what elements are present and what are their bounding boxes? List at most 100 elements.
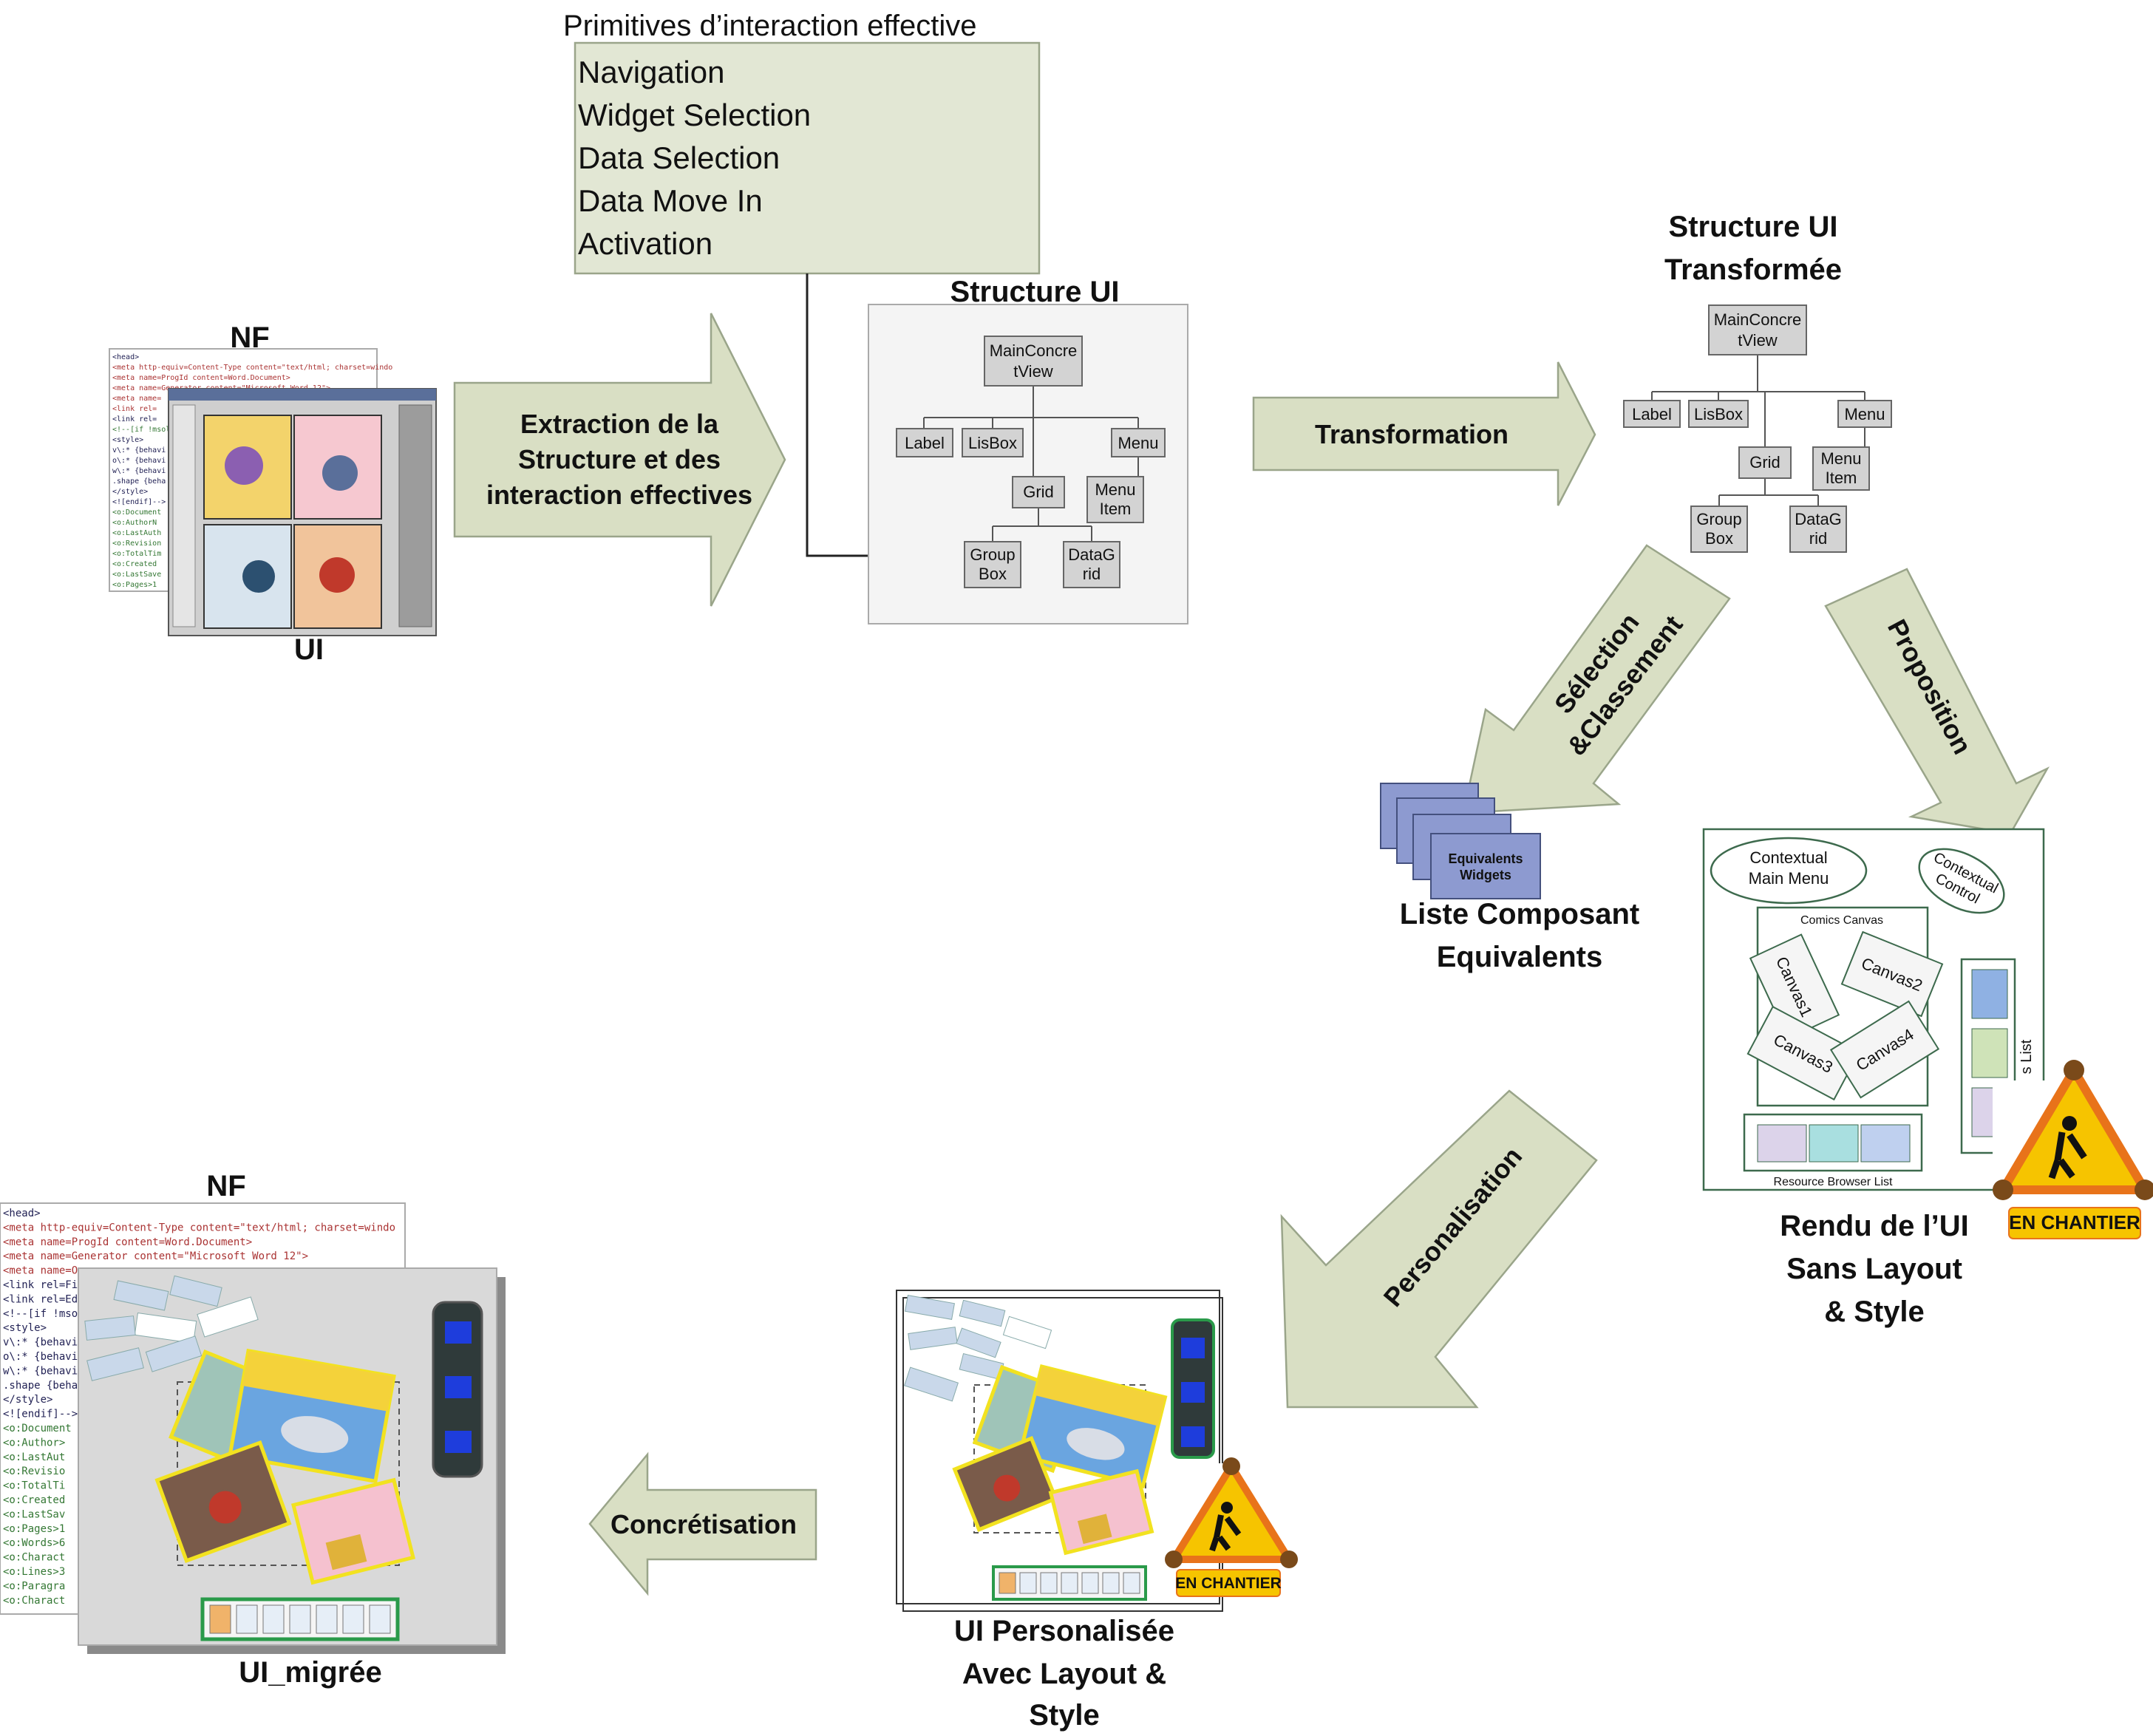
svg-text:<meta name=: <meta name=	[112, 395, 161, 403]
node-lisbox: LisBox	[962, 428, 1024, 457]
svg-text:Label: Label	[1632, 405, 1672, 423]
code-line: </style>	[3, 1394, 52, 1406]
svg-text:o\:* {behavi: o\:* {behavi	[112, 457, 166, 465]
migree-group: NF <head><meta http-equiv=Content-Type c…	[0, 1170, 506, 1689]
liste-title-line2: Equivalents	[1437, 941, 1603, 973]
transformation-label: Transformation	[1315, 419, 1509, 449]
code-line: <o:LastAut	[3, 1451, 65, 1463]
svg-text:Grid: Grid	[1749, 453, 1780, 472]
t-node-mainconcreteview: MainConcre tView	[1708, 304, 1807, 355]
rendu-title-line3: & Style	[1824, 1296, 1925, 1328]
svg-text:Box: Box	[1705, 529, 1733, 548]
rendu-group: Contextual Main Menu Contextual Control …	[1702, 828, 2153, 1328]
svg-text:Menu: Menu	[1844, 405, 1885, 423]
canvas1: Canvas1	[1749, 933, 1840, 1040]
svg-text:<link rel=: <link rel=	[112, 405, 157, 413]
transformation-arrow: Transformation	[1252, 361, 1596, 506]
code-line: <o:Lines>3	[3, 1566, 65, 1578]
svg-text:<o:AuthorN: <o:AuthorN	[112, 519, 157, 527]
t-node-lisbox: LisBox	[1688, 400, 1749, 428]
extraction-label-line3: interaction effectives	[486, 480, 752, 510]
svg-text:tView: tView	[1738, 331, 1778, 350]
migree-nf-label: NF	[206, 1170, 245, 1202]
code-line: <o:Paragra	[3, 1580, 65, 1592]
svg-text:Item: Item	[1100, 500, 1132, 518]
rendu-title-line1: Rendu de l’UI	[1780, 1210, 1969, 1242]
extraction-label-line1: Extraction de la	[520, 409, 719, 439]
svg-text:s List: s List	[2018, 1039, 2035, 1074]
structure-ui-title: Structure UI	[950, 276, 1120, 308]
svg-text:tView: tView	[1013, 362, 1053, 381]
svg-text:<![endif]-->: <![endif]-->	[112, 498, 166, 506]
canvas4: Canvas4	[1829, 1000, 1940, 1099]
svg-text:Main Menu: Main Menu	[1749, 869, 1829, 888]
code-line: <link rel=Fi	[3, 1279, 78, 1291]
migree-title: UI_migrée	[239, 1656, 381, 1689]
code-line: o\:* {behavi	[3, 1351, 78, 1363]
code-line: <o:Document	[3, 1423, 72, 1434]
svg-text:Menu: Menu	[1820, 449, 1861, 468]
structure-transformee-group: Structure UI Transformée MainConcre tVie…	[1623, 211, 1892, 553]
personalisee-group: EN CHANTIER UI Personalisée Avec Layout …	[896, 1290, 1298, 1732]
primitive-navigation: Navigation	[578, 55, 724, 89]
primitive-widget-selection: Widget Selection	[578, 98, 811, 132]
code-line: <style>	[3, 1322, 47, 1334]
concretisation-arrow: Concrétisation	[588, 1451, 817, 1596]
code-line: <meta name=ProgId content=Word.Document>	[3, 1236, 252, 1248]
svg-text:Menu: Menu	[1118, 434, 1158, 452]
code-line: <![endif]-->	[3, 1409, 78, 1420]
svg-text:Comics Canvas: Comics Canvas	[1800, 914, 1883, 927]
structure-ui-group: Structure UI MainConcre tView Label	[868, 276, 1188, 624]
svg-text:<meta http-equiv=Content-Type: <meta http-equiv=Content-Type content="t…	[112, 364, 392, 372]
transformee-title-line1: Structure UI	[1669, 211, 1838, 243]
selection-arrow: Sélection &Classement	[1462, 544, 1731, 814]
code-line: <o:Author>	[3, 1437, 65, 1449]
node-label: Label	[896, 428, 953, 457]
svg-text:<o:LastSave: <o:LastSave	[112, 571, 161, 579]
warning-sign-icon-2: EN CHANTIER	[1165, 1457, 1298, 1597]
svg-text:.shape {beha: .shape {beha	[112, 477, 166, 486]
t-node-groupbox: Group Box	[1690, 506, 1748, 553]
code-line: <o:Revisio	[3, 1466, 65, 1477]
svg-text:Group: Group	[970, 545, 1015, 564]
primitives-title: Primitives d’interaction effective	[563, 10, 977, 42]
primitive-activation: Activation	[578, 226, 712, 261]
svg-text:v\:* {behavi: v\:* {behavi	[112, 446, 166, 455]
svg-text:Label: Label	[905, 434, 945, 452]
svg-text:MainConcre: MainConcre	[1714, 310, 1802, 329]
code-line: v\:* {behavi	[3, 1337, 78, 1349]
source-ui-group: NF <head> <meta http-equiv=Content-Type …	[109, 321, 437, 666]
personalisation-arrow: Personalisation	[1280, 1089, 1598, 1409]
svg-text:<o:Pages>1: <o:Pages>1	[112, 581, 157, 589]
svg-text:</style>: </style>	[112, 488, 148, 496]
code-line: <o:TotalTi	[3, 1480, 65, 1492]
svg-text:<o:Created: <o:Created	[112, 560, 157, 568]
svg-text:rid: rid	[1083, 565, 1101, 583]
node-groupbox: Group Box	[964, 541, 1021, 588]
transformee-title-line2: Transformée	[1664, 253, 1842, 286]
svg-text:<o:TotalTim: <o:TotalTim	[112, 550, 161, 558]
card-label-line2: Widgets	[1460, 868, 1511, 882]
node-menuitem: Menu Item	[1086, 476, 1144, 523]
extraction-arrow: Extraction de la Structure et des intera…	[453, 313, 786, 607]
canvas2: Canvas2	[1840, 930, 1944, 1018]
t-node-menu: Menu	[1837, 400, 1892, 428]
svg-text:DataG: DataG	[1068, 545, 1115, 564]
svg-text:Group: Group	[1696, 510, 1741, 528]
code-line: <!--[if !mso	[3, 1308, 78, 1320]
warning-sign-icon: EN CHANTIER	[1993, 1060, 2153, 1239]
extraction-label-line2: Structure et des	[518, 444, 721, 474]
t-node-label: Label	[1623, 400, 1681, 428]
svg-text:<o:LastAuth: <o:LastAuth	[112, 529, 161, 537]
t-node-menuitem: Menu Item	[1812, 446, 1870, 491]
code-line: <head>	[3, 1208, 41, 1219]
equivalents-list-group: Equivalents Widgets Liste Composant Equi…	[1380, 783, 1639, 973]
personalisee-title-line2: Avec Layout &	[962, 1658, 1166, 1690]
code-line: <o:Charact	[3, 1595, 65, 1607]
concretisation-label: Concrétisation	[610, 1509, 797, 1539]
svg-text:LisBox: LisBox	[968, 434, 1017, 452]
node-grid: Grid	[1012, 476, 1065, 508]
t-node-grid: Grid	[1738, 446, 1792, 479]
svg-text:Box: Box	[979, 565, 1007, 583]
personalisee-title-line3: Style	[1029, 1699, 1100, 1732]
